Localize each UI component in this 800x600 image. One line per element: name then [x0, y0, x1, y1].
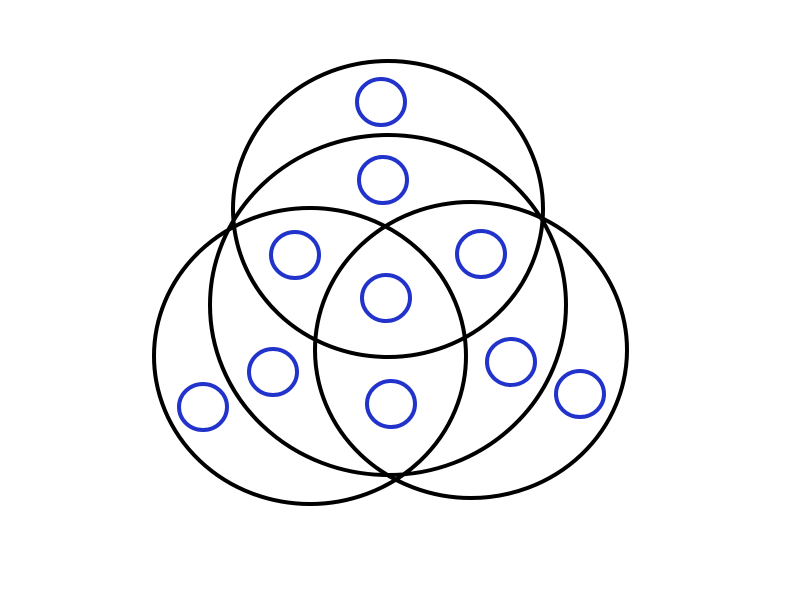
region-marker-top-only [355, 77, 407, 127]
region-marker-all-four [360, 273, 412, 323]
set-circle-top [231, 59, 545, 359]
region-marker-top-middle [357, 155, 409, 205]
region-marker-middle-left [247, 347, 299, 397]
set-circle-middle [208, 133, 568, 477]
region-markers [177, 77, 606, 432]
region-marker-middle-right [485, 337, 537, 387]
set-circle-left [152, 206, 468, 506]
set-circle-right [313, 200, 629, 500]
region-marker-right-only [554, 369, 606, 419]
region-marker-left-only [177, 382, 229, 432]
region-marker-top-middle-left [269, 230, 321, 280]
set-circles [152, 59, 629, 506]
region-marker-top-middle-right [455, 229, 507, 279]
region-marker-middle-left-right [365, 379, 417, 429]
